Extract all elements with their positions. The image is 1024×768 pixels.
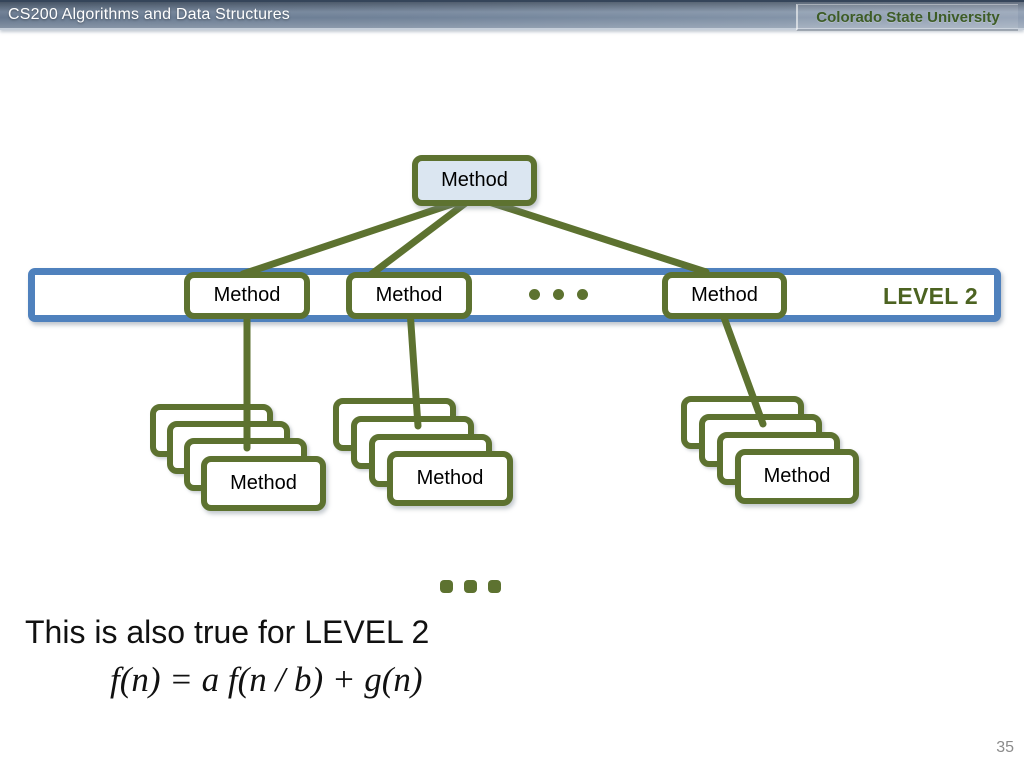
- node-label: Method: [763, 465, 831, 487]
- level2-method-node: Method: [184, 272, 310, 319]
- ellipsis-dot: [464, 580, 477, 593]
- ellipsis-dot: [440, 580, 453, 593]
- course-title: CS200 Algorithms and Data Structures: [8, 6, 291, 23]
- node-label: Method: [213, 284, 281, 306]
- university-panel: Colorado State University: [796, 4, 1018, 31]
- stack-front-method-node: Method: [387, 451, 513, 506]
- node-label: Method: [691, 284, 758, 306]
- header-bar: CS200 Algorithms and Data Structures Col…: [0, 0, 1024, 31]
- ellipsis-dot: [577, 289, 588, 300]
- node-label: Method: [375, 284, 443, 306]
- formula-text: f(n) = a f(n / b) + g(n): [110, 660, 423, 699]
- page-number: 35: [996, 739, 1014, 756]
- node-label: Method: [441, 169, 508, 191]
- node-label: Method: [416, 467, 484, 489]
- ellipsis-dot: [553, 289, 564, 300]
- connector-line: [482, 197, 710, 276]
- ellipsis-dot: [529, 289, 540, 300]
- root-method-node: Method: [412, 155, 537, 206]
- stack-front-method-node: Method: [735, 449, 859, 504]
- university-name: Colorado State University: [816, 8, 1000, 26]
- connector-line: [365, 198, 471, 280]
- level2-band: [28, 268, 1001, 322]
- level2-method-node: Method: [662, 272, 787, 319]
- stack-front-method-node: Method: [201, 456, 326, 511]
- level2-label: LEVEL 2: [883, 283, 978, 309]
- statement-text: This is also true for LEVEL 2: [25, 614, 430, 650]
- ellipsis-dot: [488, 580, 501, 593]
- connector-line: [239, 197, 465, 278]
- level2-method-node: Method: [346, 272, 472, 319]
- node-label: Method: [230, 472, 297, 494]
